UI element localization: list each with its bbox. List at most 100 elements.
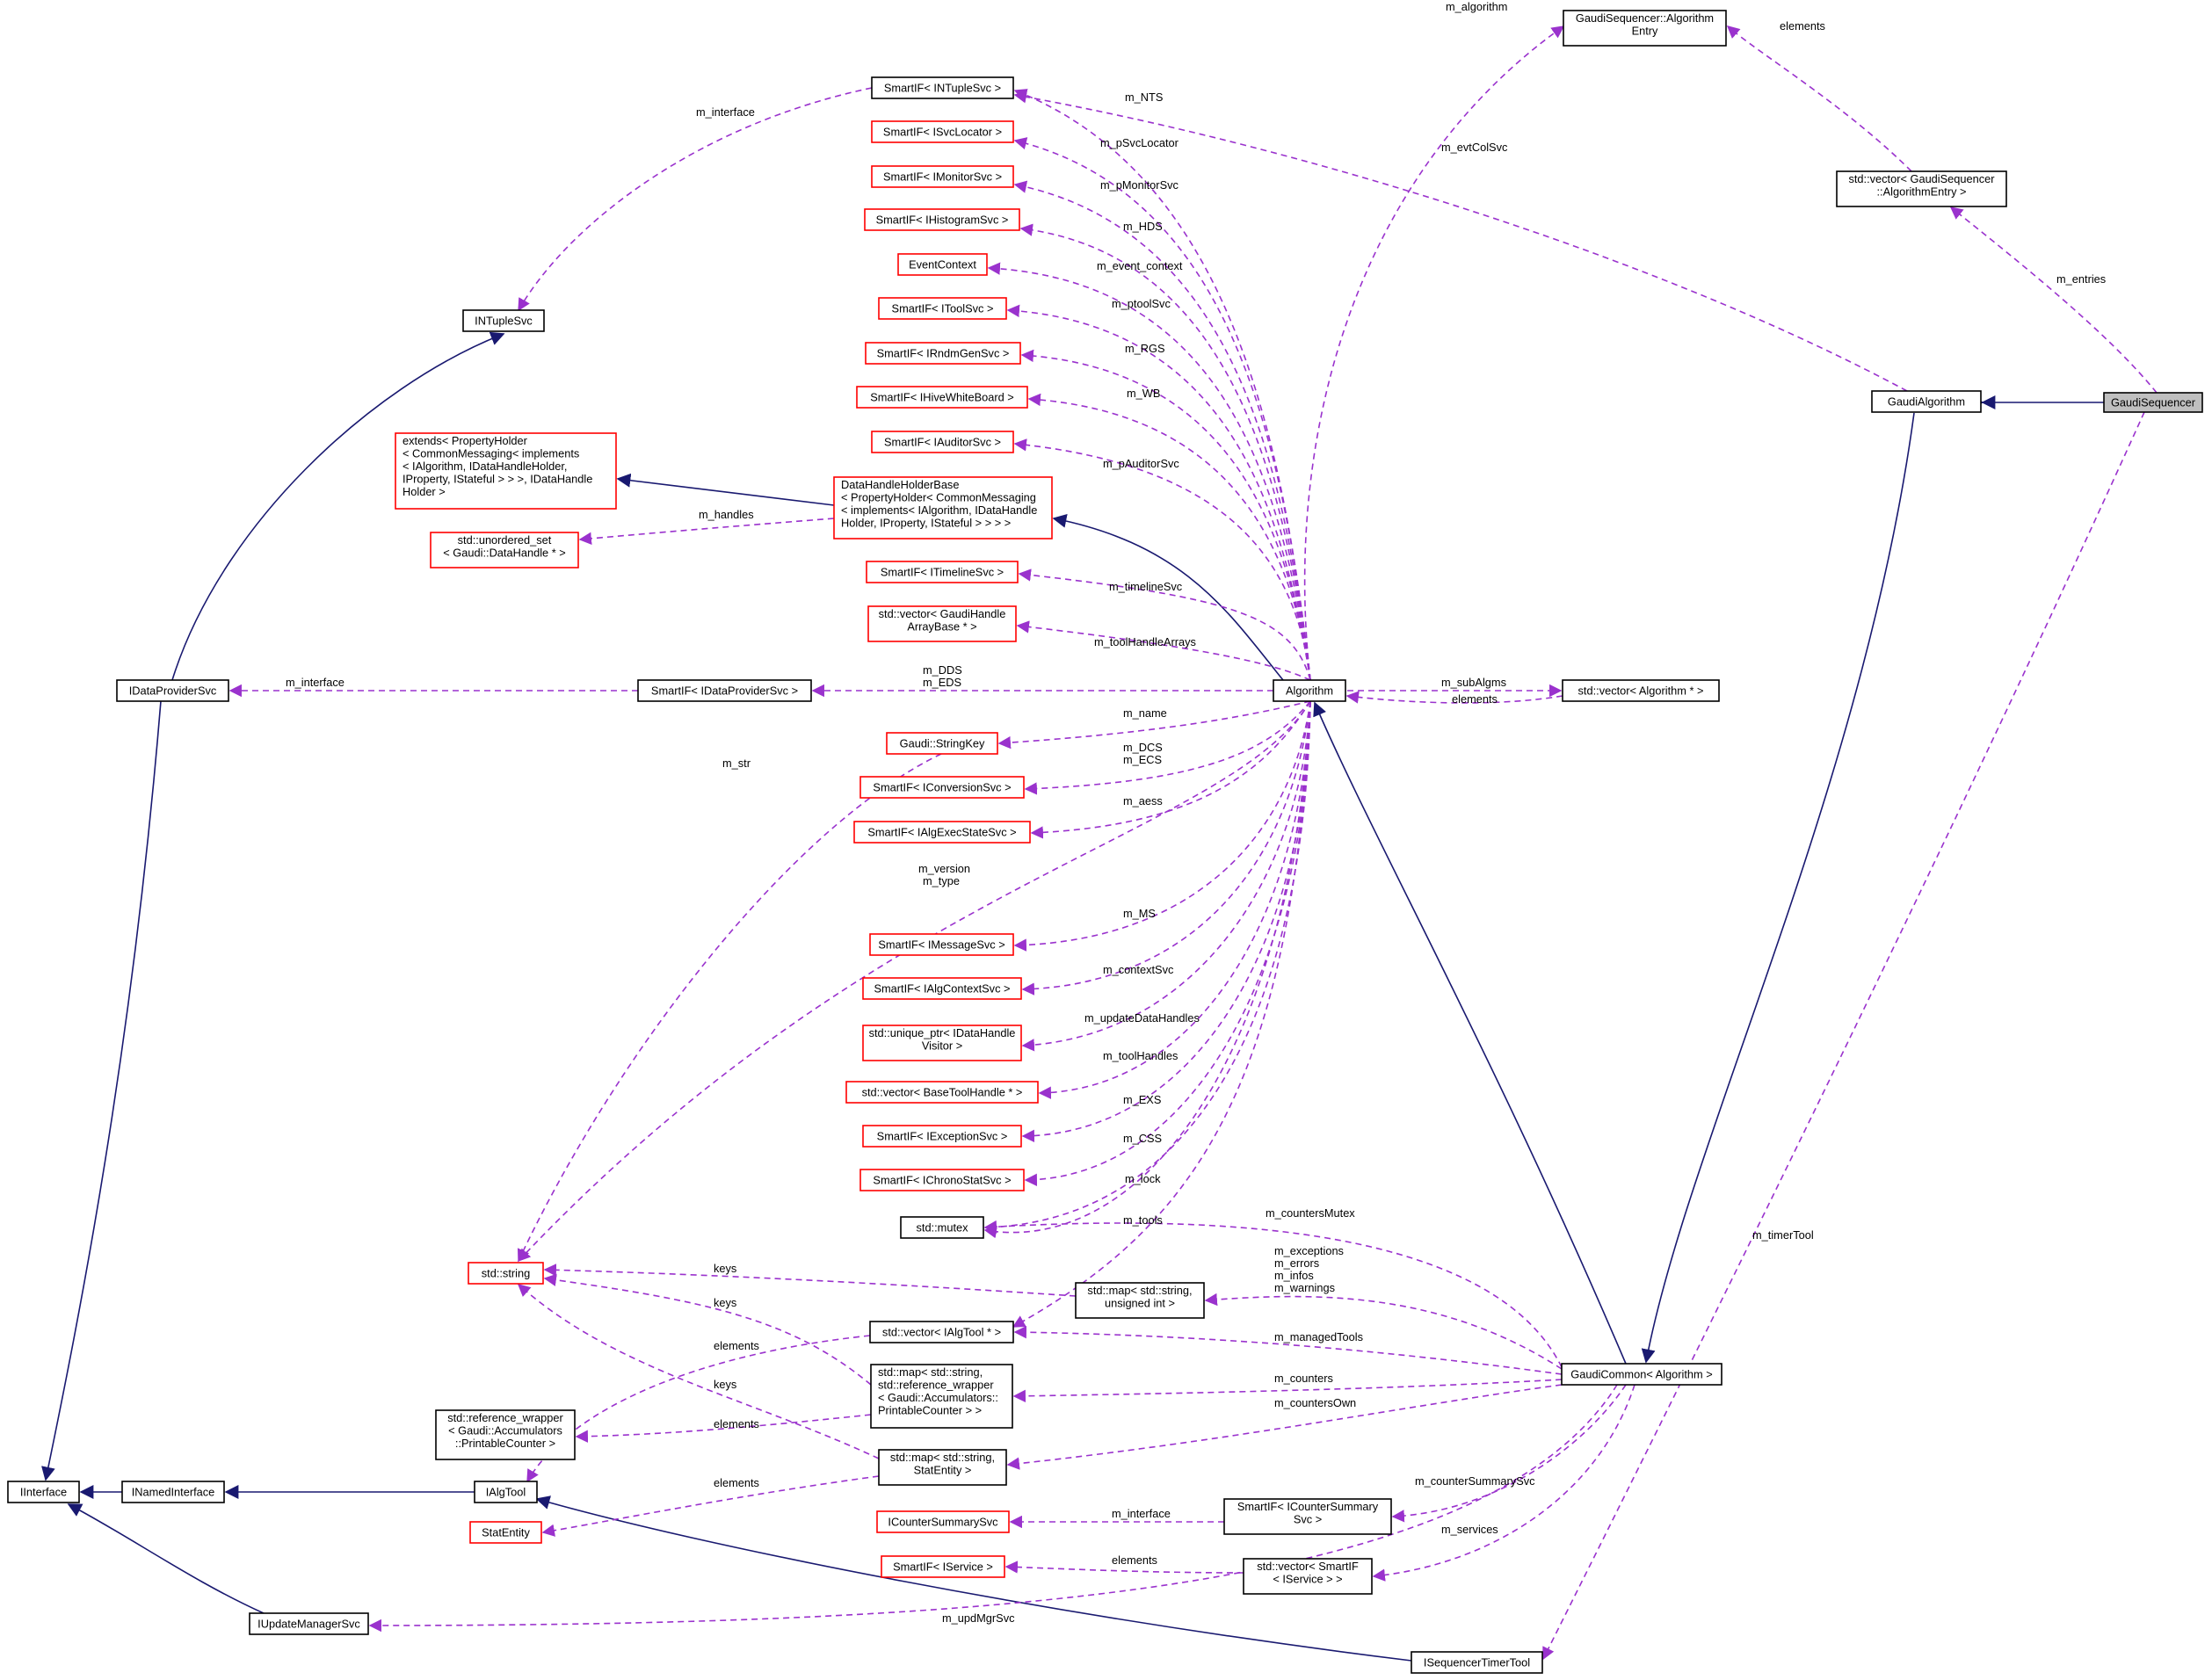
edge-label-m-name: m_name: [1123, 706, 1167, 720]
usage-edge: [1013, 700, 1311, 952]
node-smartif-iservice[interactable]: SmartIF< IService >: [881, 1555, 1005, 1578]
edge-label-m-lock: m_lock: [1125, 1172, 1161, 1185]
edge-label-m-subAlgms: m_subAlgms: [1441, 676, 1506, 689]
usage-edge: [541, 1475, 880, 1537]
node-gaudi-sequencer[interactable]: GaudiSequencer: [2103, 392, 2203, 413]
edge-label-m-type: m_type: [923, 874, 960, 887]
node-label: SmartIF< IToolSvc >: [892, 302, 994, 315]
usage-edge: [1726, 25, 1912, 172]
edge-label-elements-ref: elements: [714, 1417, 759, 1430]
node-smartif-exceptionsvc[interactable]: SmartIF< IExceptionSvc >: [862, 1125, 1022, 1148]
node-idataprovidersvc[interactable]: IDataProviderSvc: [116, 679, 229, 702]
usage-edge: [1018, 568, 1311, 681]
edge-label-m-interface-dp: m_interface: [286, 676, 344, 689]
node-smartif-hivewhiteboard[interactable]: SmartIF< IHiveWhiteBoard >: [856, 386, 1028, 409]
node-smartif-ntuplesvc[interactable]: SmartIF< INTupleSvc >: [871, 76, 1014, 99]
node-ialgtool[interactable]: IAlgTool: [474, 1481, 538, 1503]
node-label: SmartIF< IHiveWhiteBoard >: [870, 391, 1014, 404]
node-smartif-auditorsvc[interactable]: SmartIF< IAuditorSvc >: [871, 431, 1014, 453]
node-vector-algorithm-ptr[interactable]: std::vector< Algorithm * >: [1562, 679, 1720, 702]
node-smartif-dataprovidersvc[interactable]: SmartIF< IDataProviderSvc >: [637, 679, 812, 702]
node-label: SmartIF< INTupleSvc >: [884, 82, 1001, 95]
node-smartif-timelinesvc[interactable]: SmartIF< ITimelineSvc >: [866, 561, 1019, 583]
node-label: IProperty, IStateful > > >, IDataHandle: [403, 473, 592, 486]
node-smartif-messagesvc[interactable]: SmartIF< IMessageSvc >: [869, 933, 1014, 956]
edge-label-m-pAuditorSvc: m_pAuditorSvc: [1103, 457, 1179, 470]
node-smartif-chronostatsvc[interactable]: SmartIF< IChronoStatSvc >: [859, 1169, 1025, 1191]
edge-label-m-CSS: m_CSS: [1123, 1132, 1162, 1145]
node-statentity[interactable]: StatEntity: [469, 1521, 542, 1544]
node-smartif-algcontextsvc[interactable]: SmartIF< IAlgContextSvc >: [862, 977, 1022, 1000]
usage-edge: [1013, 180, 1311, 681]
node-label: SmartIF< IMessageSvc >: [878, 938, 1004, 952]
node-label: < CommonMessaging< implements: [403, 447, 579, 460]
usage-edge: [1391, 1384, 1627, 1523]
node-gaudi-stringkey[interactable]: Gaudi::StringKey: [886, 732, 998, 755]
node-map-string-uint[interactable]: std::map< std::string, unsigned int >: [1075, 1282, 1205, 1319]
node-vector-basetoolhandle[interactable]: std::vector< BaseToolHandle * >: [845, 1081, 1039, 1104]
edge-label-m-ECS: m_ECS: [1123, 753, 1162, 766]
usage-edge: [1006, 1384, 1563, 1470]
node-extends-holder[interactable]: extends< PropertyHolder< CommonMessaging…: [395, 432, 617, 510]
node-iinterface[interactable]: IInterface: [7, 1481, 80, 1503]
usage-edge: [983, 1220, 1563, 1368]
node-gaudi-common[interactable]: GaudiCommon< Algorithm >: [1561, 1363, 1722, 1386]
node-smartif-rndmgensvc[interactable]: SmartIF< IRndmGenSvc >: [865, 342, 1021, 365]
node-label: IUpdateManagerSvc: [257, 1618, 360, 1631]
node-smartif-monitorsvc[interactable]: SmartIF< IMonitorSvc >: [871, 165, 1014, 188]
usage-edge: [983, 700, 1311, 1239]
usage-edge: [368, 1384, 1618, 1633]
node-isequencertimertool[interactable]: ISequencerTimerTool: [1411, 1651, 1543, 1674]
edge-label-m-str: m_str: [722, 757, 751, 770]
node-smartif-toolsvc[interactable]: SmartIF< IToolSvc >: [878, 297, 1007, 320]
node-label: std::unique_ptr< IDataHandle: [869, 1026, 1016, 1039]
node-iupdatemanagersvc[interactable]: IUpdateManagerSvc: [249, 1612, 369, 1635]
node-vector-smartif-iservice[interactable]: std::vector< SmartIF< IService > >: [1243, 1558, 1373, 1595]
usage-edge: [1012, 700, 1311, 1328]
node-gaudi-algorithm[interactable]: GaudiAlgorithm: [1871, 390, 1982, 413]
node-label: std::reference_wrapper: [878, 1379, 994, 1392]
node-map-statentity[interactable]: std::map< std::string, StatEntity >: [878, 1449, 1007, 1486]
node-label: std::mutex: [916, 1221, 968, 1235]
usage-edge: [1021, 700, 1311, 996]
node-smartif-countersummary[interactable]: SmartIF< ICounterSummarySvc >: [1223, 1498, 1392, 1535]
edge-label-m-RGS: m_RGS: [1125, 342, 1165, 355]
node-map-refwrapper[interactable]: std::map< std::string, std::reference_wr…: [870, 1364, 1013, 1429]
node-event-context[interactable]: EventContext: [897, 253, 988, 276]
node-algorithm[interactable]: Algorithm: [1273, 679, 1346, 702]
edge-label-m-algorithm: m_algorithm: [1446, 0, 1507, 13]
edge-label-m-aess: m_aess: [1123, 794, 1163, 807]
node-intuplesvc[interactable]: INTupleSvc: [462, 309, 545, 332]
edge-label-keys-1: keys: [714, 1262, 736, 1275]
node-algorithm-entry[interactable]: GaudiSequencer::AlgorithmEntry: [1563, 10, 1727, 47]
node-label: Visitor >: [922, 1039, 962, 1053]
node-unordered-set-datahandle[interactable]: std::unordered_set< Gaudi::DataHandle * …: [430, 532, 579, 568]
node-std-mutex[interactable]: std::mutex: [900, 1216, 984, 1239]
node-label: SmartIF< IHistogramSvc >: [876, 214, 1009, 227]
node-label: Entry: [1632, 25, 1658, 38]
node-vector-algentry[interactable]: std::vector< GaudiSequencer::AlgorithmEn…: [1836, 170, 2007, 207]
node-smartif-histogramsvc[interactable]: SmartIF< IHistogramSvc >: [864, 208, 1020, 231]
node-smartif-conversionsvc[interactable]: SmartIF< IConversionSvc >: [859, 776, 1025, 799]
usage-edge: [1024, 700, 1311, 795]
node-std-string[interactable]: std::string: [468, 1262, 544, 1285]
node-icountersummarysvc[interactable]: ICounterSummarySvc: [876, 1510, 1010, 1533]
node-datahandle-holder-base[interactable]: DataHandleHolderBase< PropertyHolder< Co…: [833, 476, 1053, 539]
usage-edge: [1012, 1379, 1563, 1402]
edge-label-m-managedTools: m_managedTools: [1274, 1330, 1363, 1343]
node-smartif-svclocator[interactable]: SmartIF< ISvcLocator >: [871, 120, 1014, 143]
node-inamedinterface[interactable]: INamedInterface: [121, 1481, 225, 1503]
usage-edge: [1016, 620, 1311, 681]
usage-edge: [1372, 1384, 1635, 1582]
edge-label-m-EXS: m_EXS: [1123, 1093, 1161, 1106]
node-refwrapper-counter[interactable]: std::reference_wrapper< Gaudi::Accumulat…: [435, 1409, 576, 1460]
edge-label-m-services: m_services: [1441, 1523, 1498, 1536]
edge-label-m-exceptions: m_exceptions: [1274, 1244, 1344, 1257]
node-label: SmartIF< IRndmGenSvc >: [877, 347, 1010, 360]
edge-label-elements-stat: elements: [714, 1476, 759, 1489]
edge-label-m-interface-ntuple: m_interface: [696, 105, 755, 119]
node-vector-ialgtool[interactable]: std::vector< IAlgTool * >: [869, 1321, 1014, 1343]
node-smartif-algexecstatesvc[interactable]: SmartIF< IAlgExecStateSvc >: [853, 821, 1031, 844]
